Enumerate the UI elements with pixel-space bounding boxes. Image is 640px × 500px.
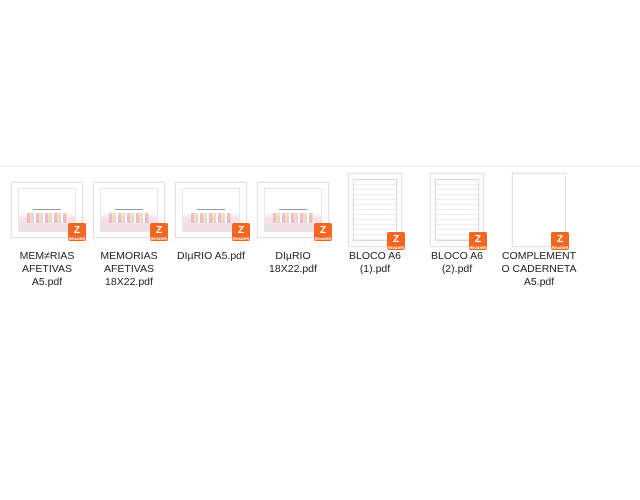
file-name: COMPLEMENTO CADERNETA A5.pdf bbox=[501, 250, 577, 288]
file-name: DIµRIO 18X22.pdf bbox=[269, 250, 317, 275]
file-name: BLOCO A6 (2).pdf bbox=[431, 250, 483, 275]
file-name: MEM≠RIAS AFETIVAS A5.pdf bbox=[19, 250, 75, 288]
divider bbox=[0, 166, 640, 167]
file-name: DIµRIO A5.pdf bbox=[177, 250, 245, 262]
file-name: BLOCO A6 (1).pdf bbox=[349, 250, 401, 275]
file-name: MEMORIAS AFETIVAS 18X22.pdf bbox=[100, 250, 158, 288]
